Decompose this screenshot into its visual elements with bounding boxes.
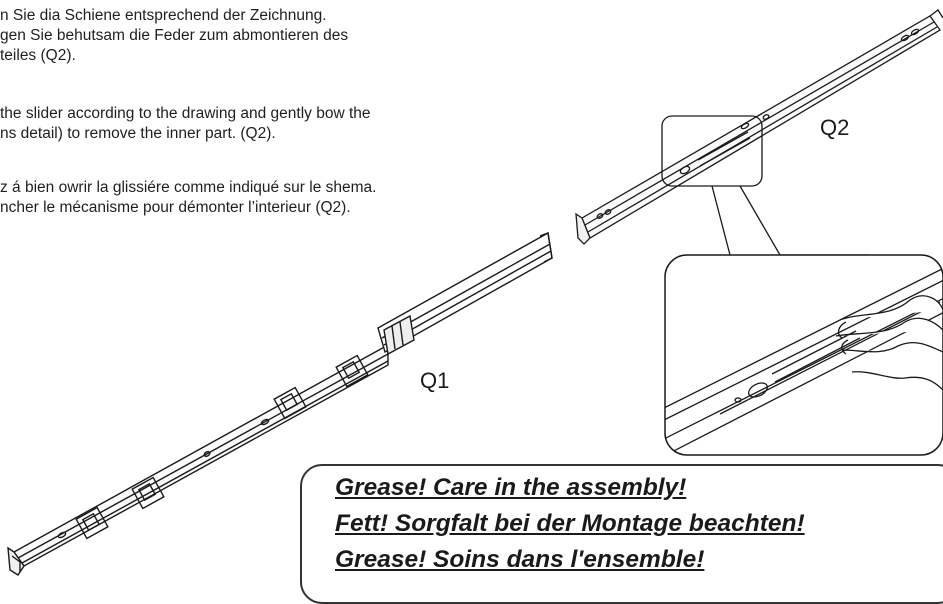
leader-line-right: [739, 185, 870, 256]
warning-line-3: Grease! Soins dans l'ensemble!: [335, 546, 705, 573]
label-q1: Q1: [420, 368, 450, 393]
instruction-german-line-1: n Sie dia Schiene entsprechend der Zeich…: [0, 7, 327, 24]
instruction-english: the slider according to the drawing and …: [0, 104, 371, 144]
instruction-german: n Sie dia Schiene entsprechend der Zeich…: [0, 6, 348, 66]
assembly-drawing: [7, 9, 943, 576]
warning-line-1: Grease! Care in the assembly!: [335, 474, 687, 501]
slide-rail-q2: [575, 9, 943, 245]
label-q2: Q2: [820, 115, 850, 140]
instruction-english-line-1: the slider according to the drawing and …: [0, 105, 371, 122]
slide-rail-q1: [7, 231, 553, 576]
detail-view: [664, 254, 943, 456]
instruction-german-line-3: teiles (Q2).: [0, 47, 76, 64]
warning-line-2: Fett! Sorgfalt bei der Montage beachten!: [335, 510, 805, 537]
instruction-english-line-2: ns detail) to remove the inner part. (Q2…: [0, 125, 276, 142]
instruction-french: z á bien owrir la glissiére comme indiqu…: [0, 178, 376, 218]
instruction-french-line-2: ncher le mécanisme pour démonter l’inter…: [0, 199, 351, 216]
instruction-german-line-2: gen Sie behutsam die Feder zum abmontier…: [0, 27, 349, 44]
instruction-french-line-1: z á bien owrir la glissiére comme indiqu…: [0, 179, 377, 196]
